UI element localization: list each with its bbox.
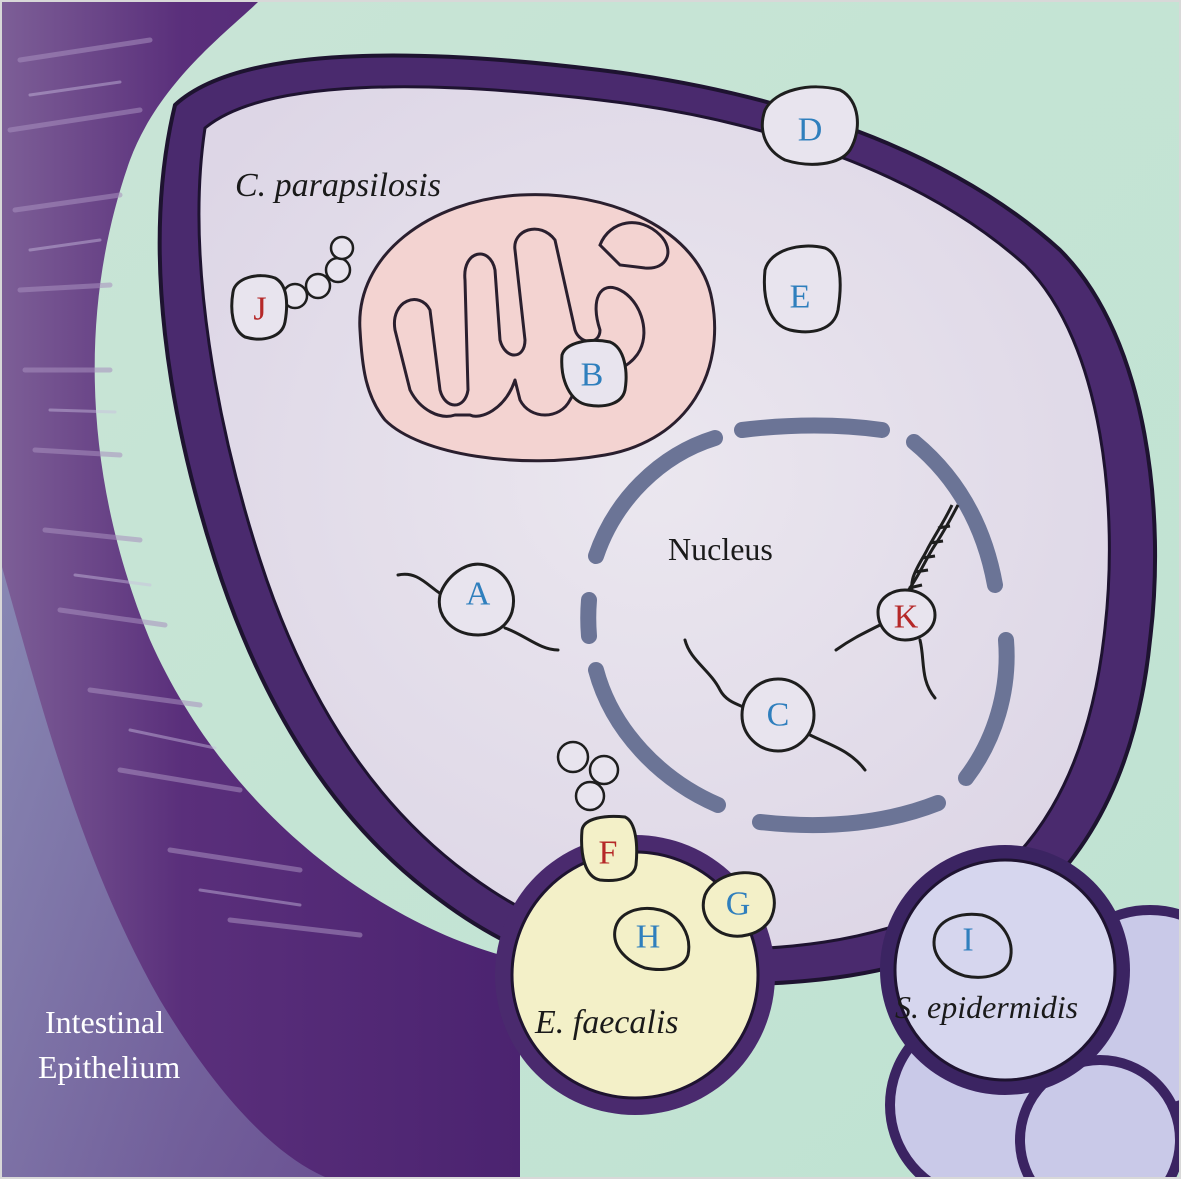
svg-text:D: D	[798, 112, 823, 149]
svg-text:E: E	[790, 279, 811, 316]
marker-j: J	[230, 274, 289, 341]
nucleus	[580, 417, 1015, 834]
marker-a: A	[437, 562, 515, 637]
svg-text:K: K	[894, 599, 919, 636]
nucleus-label: Nucleus	[668, 531, 773, 567]
mitochondrion	[358, 193, 717, 463]
vesicle-chain-f	[556, 740, 620, 812]
intestinal-label: Intestinal	[45, 1004, 164, 1040]
marker-g: G	[701, 871, 776, 938]
svg-text:F: F	[599, 835, 618, 872]
intestinal-epithelium	[0, 0, 520, 1179]
svg-text:I: I	[962, 922, 973, 959]
marker-c: C	[740, 677, 816, 753]
svg-text:J: J	[253, 291, 266, 328]
marker-i: I	[932, 912, 1013, 979]
svg-text:A: A	[466, 576, 491, 613]
vesicle-chain-j	[281, 235, 355, 310]
marker-d: D	[760, 85, 859, 166]
marker-b: B	[560, 339, 628, 408]
svg-text:B: B	[581, 357, 604, 394]
svg-text:C: C	[767, 697, 790, 734]
c-parapsilosis-label: C. parapsilosis	[235, 167, 441, 204]
dna-helix	[903, 504, 960, 601]
cristae	[392, 227, 646, 418]
s-epidermidis-label: S. epidermidis	[895, 989, 1078, 1025]
epithelium-label: Epithelium	[38, 1049, 180, 1085]
e-faecalis-label: E. faecalis	[534, 1004, 679, 1041]
marker-h: H	[613, 906, 691, 971]
svg-text:G: G	[726, 886, 751, 923]
marker-e: E	[762, 244, 842, 334]
marker-k: K	[876, 588, 937, 642]
marker-f: F	[580, 814, 639, 882]
svg-text:H: H	[636, 919, 661, 956]
